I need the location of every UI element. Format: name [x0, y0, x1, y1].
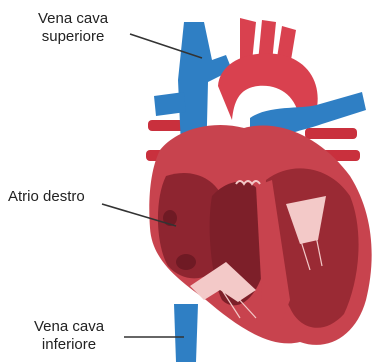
- vein-branch-left: [154, 92, 186, 116]
- label-svc-line2: superiore: [38, 28, 108, 46]
- label-inferior-vena-cava: Vena cava inferiore: [34, 318, 104, 354]
- label-superior-vena-cava: Vena cava superiore: [38, 10, 108, 46]
- label-svc-line1: Vena cava: [38, 10, 108, 28]
- aorta: [218, 18, 318, 120]
- label-ivc-line2: inferiore: [34, 336, 104, 354]
- label-ra-text: Atrio destro: [8, 188, 85, 206]
- label-ivc-line1: Vena cava: [34, 318, 104, 336]
- label-right-atrium: Atrio destro: [8, 188, 85, 206]
- inferior-vena-cava: [174, 304, 198, 362]
- atrium-opening: [176, 254, 196, 270]
